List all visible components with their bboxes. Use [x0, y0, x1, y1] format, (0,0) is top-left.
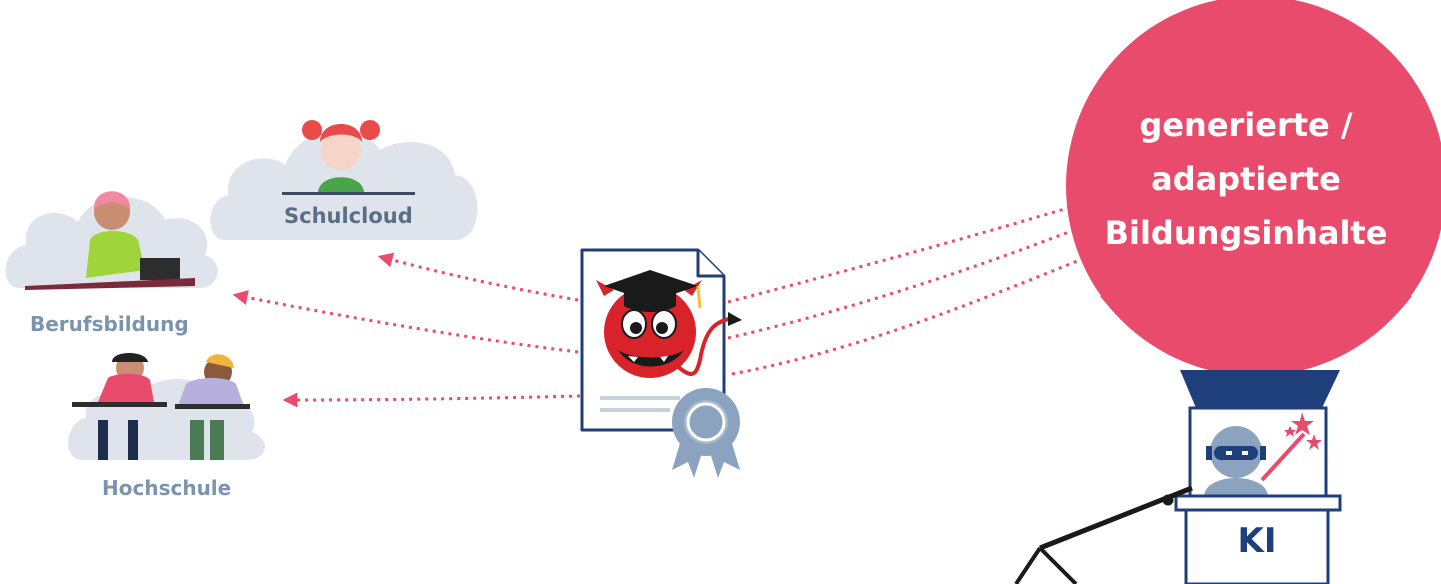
ki-basket-label: KI: [1186, 521, 1328, 561]
distribution-arrows: [240, 258, 580, 400]
arrow-to-schulcloud: [385, 258, 578, 300]
arrow-to-hochschule: [290, 396, 580, 400]
hot-air-balloon: [1066, 0, 1441, 584]
telescope-lines: [1016, 488, 1192, 584]
balloon-lines: [728, 208, 1080, 374]
hochschule-cloud: [68, 353, 265, 460]
balloon-caption-line-2: adaptierte: [1066, 152, 1426, 206]
berufsbildung-cloud: [6, 191, 218, 290]
balloon-caption-line-1: generierte /: [1066, 98, 1426, 152]
balloon-caption: generierte / adaptierte Bildungsinhalte: [1066, 98, 1426, 260]
hochschule-label: Hochschule: [102, 476, 231, 500]
balloon-caption-line-3: Bildungsinhalte: [1066, 206, 1426, 260]
award-rosette-icon: [672, 388, 740, 478]
arrow-to-berufsbildung: [240, 296, 578, 352]
schulcloud-label: Schulcloud: [284, 204, 413, 228]
berufsbildung-label: Berufsbildung: [30, 312, 189, 336]
